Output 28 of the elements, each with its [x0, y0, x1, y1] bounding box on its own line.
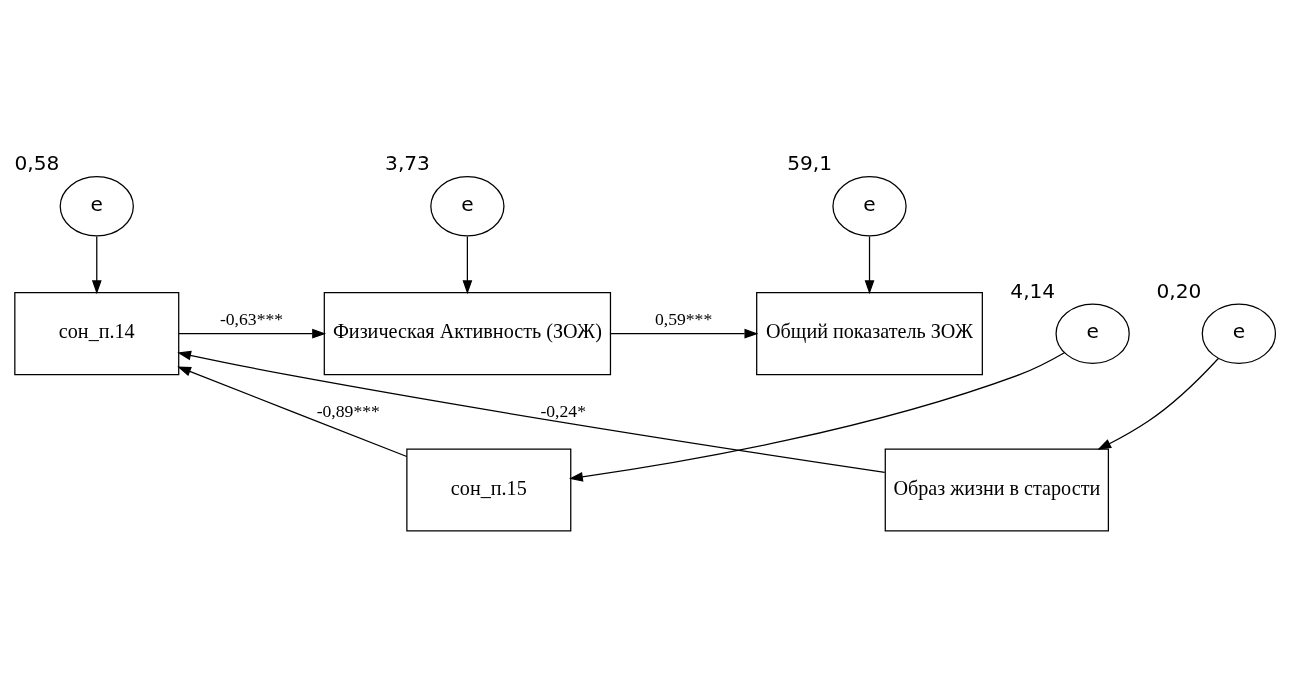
edge-label: 0,59*** — [654, 308, 713, 329]
node-box: сон_п.15 — [406, 447, 572, 532]
arrow — [1097, 357, 1219, 450]
node-box: сон_п.14 — [14, 291, 180, 375]
node-ellipse: e — [59, 175, 134, 237]
node-box: Общий показатель ЗОЖ — [756, 291, 983, 375]
node-box: Физическая Активность (ЗОЖ) — [323, 291, 612, 375]
node-label: 0,20 — [1156, 278, 1202, 302]
node-label: 4,14 — [1010, 278, 1056, 302]
arrow — [610, 328, 759, 339]
node-label: 0,58 — [14, 150, 60, 175]
edge-label: -0,24* — [540, 400, 586, 420]
node-ellipse: e — [832, 175, 907, 237]
arrow — [177, 350, 886, 473]
arrow — [569, 351, 1065, 482]
arrow — [864, 235, 875, 294]
arrow — [178, 328, 327, 339]
node-box: Образ жизни в старости — [884, 447, 1110, 532]
arrow — [177, 366, 408, 457]
node-ellipse: e — [1055, 302, 1130, 364]
node-label: 59,1 — [787, 150, 833, 175]
edge-label: -0,63*** — [219, 308, 284, 329]
edge-label: -0,89*** — [316, 400, 380, 420]
node-ellipse: e — [1201, 302, 1277, 364]
node-ellipse: e — [430, 175, 505, 237]
arrow — [462, 235, 473, 294]
arrow — [91, 235, 102, 294]
node-label: 3,73 — [385, 150, 430, 175]
